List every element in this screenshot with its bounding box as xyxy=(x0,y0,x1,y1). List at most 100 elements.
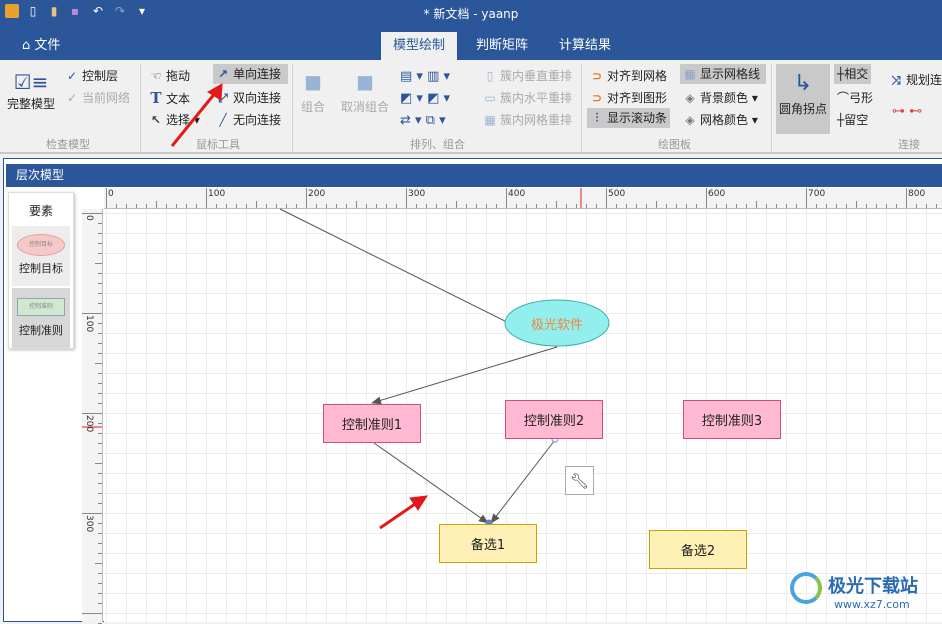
ruler-tick xyxy=(136,204,137,208)
open-folder-icon[interactable]: ▮ xyxy=(50,4,58,18)
redo-icon[interactable]: ↷ xyxy=(114,4,126,18)
gap-option[interactable]: ┼留空 xyxy=(834,110,871,130)
ruler-tick xyxy=(486,204,487,208)
ruler-tick xyxy=(98,473,102,474)
label: 文本 xyxy=(166,92,191,106)
customize-dropdown-icon[interactable]: ▾ xyxy=(138,4,146,18)
ruler-tick xyxy=(746,204,747,208)
grid-color-dropdown[interactable]: ◈网格颜色 ▾ xyxy=(680,110,761,130)
watermark-url: www.xz7.com xyxy=(834,598,910,611)
show-scrollbar-toggle[interactable]: ⫶显示滚动条 xyxy=(587,108,671,128)
intersect-option[interactable]: ┼相交 xyxy=(834,64,872,84)
connector-arrow[interactable] xyxy=(373,442,489,524)
one-way-connect-tool[interactable]: ↗单向连接 xyxy=(213,64,288,84)
align-to-grid-button[interactable]: ⊃对齐到网格 xyxy=(587,66,670,86)
ruler-label: 200 xyxy=(308,189,326,199)
ruler-tick xyxy=(816,204,817,208)
ruler-label: 700 xyxy=(808,189,826,199)
line-icon: ╱ xyxy=(219,113,227,127)
full-model-button[interactable]: ☑≡完整模型 xyxy=(4,68,58,116)
goal-preview-ellipse: 控制目标 xyxy=(17,234,65,256)
ruler-tick xyxy=(426,204,427,208)
ruler-tick xyxy=(606,188,607,208)
criterion-node-3[interactable]: 控制准则3 xyxy=(683,400,781,439)
ruler-tick xyxy=(98,543,102,544)
ruler-tick xyxy=(806,188,807,208)
label: 单向连接 xyxy=(233,67,282,81)
toolbox-title: 要素 xyxy=(28,204,53,218)
wrench-icon[interactable]: 🔧︎ xyxy=(565,466,594,495)
toolbox-item-control-goal[interactable]: 控制目标 控制目标 xyxy=(12,226,70,286)
ruler-tick xyxy=(936,204,937,208)
tab-label: 文件 xyxy=(34,38,61,53)
show-gridlines-toggle[interactable]: ▦显示网格线 xyxy=(680,64,766,84)
cross-icon: ┼ xyxy=(837,67,845,81)
connector-arrow[interactable] xyxy=(490,439,556,524)
ruler-tick xyxy=(146,204,147,208)
group-button[interactable]: ◼组合 xyxy=(298,68,328,116)
ruler-tick xyxy=(98,453,102,454)
ruler-tick xyxy=(846,204,847,208)
toolbox-item-control-criterion[interactable]: 控制准则 控制准则 xyxy=(12,288,70,348)
tab-model-drawing[interactable]: 模型绘制 xyxy=(381,32,458,60)
label: 簇内水平重排 xyxy=(500,91,573,105)
cluster-horizontal-button[interactable]: ▭簇内水平重排 xyxy=(480,88,575,108)
ruler-label: 200 xyxy=(84,415,94,433)
align-dropdowns[interactable]: ▤ ▾ ▥ ▾◩ ▾ ◩ ▾⇄ ▾ ⧉ ▾ xyxy=(400,69,451,128)
two-way-connect-tool[interactable]: ⤢双向连接 xyxy=(213,88,284,108)
ruler-label: 800 xyxy=(908,189,926,199)
connector-arrow[interactable] xyxy=(371,346,558,405)
ruler-tick xyxy=(526,204,527,208)
arc-option[interactable]: ⌒弓形 xyxy=(834,88,876,108)
label: 弓形 xyxy=(849,91,874,105)
panel-title: 层次模型 xyxy=(6,164,942,187)
cluster-vertical-button[interactable]: ▯簇内垂直重排 xyxy=(480,66,575,86)
ruler-tick xyxy=(886,204,887,208)
align-to-shape-button[interactable]: ⊃对齐到图形 xyxy=(587,88,670,108)
layout-icon: ▯ xyxy=(486,69,494,83)
ruler-tick xyxy=(616,204,617,208)
undirected-connect-tool[interactable]: ╱无向连接 xyxy=(213,110,284,130)
tab-results[interactable]: 计算结果 xyxy=(559,38,612,53)
label: 选择 xyxy=(166,113,191,127)
alternative-node-1[interactable]: 备选1 xyxy=(439,524,537,563)
current-network-button[interactable]: ✓当前网络 xyxy=(62,88,133,108)
rounded-corner-toggle[interactable]: ↳圆角拐点 xyxy=(776,64,830,134)
ruler-label: 600 xyxy=(708,189,726,199)
background-color-dropdown[interactable]: ◈背景颜色 ▾ xyxy=(680,88,761,108)
criterion-node-2[interactable]: 控制准则2 xyxy=(505,400,603,439)
control-layer-button[interactable]: ✓控制层 xyxy=(62,66,121,86)
label: 圆角拐点 xyxy=(779,102,828,116)
label: 相交 xyxy=(844,67,869,81)
goal-node[interactable]: 极光软件 xyxy=(530,317,583,333)
plan-connections-button[interactable]: ⤨规划连 xyxy=(886,70,942,90)
divider xyxy=(771,64,772,152)
ungroup-button[interactable]: ◼取消组合 xyxy=(338,68,392,116)
drag-tool[interactable]: ☜拖动 xyxy=(146,66,193,86)
tab-file[interactable]: ⌂ 文件 xyxy=(10,32,72,60)
cluster-grid-button[interactable]: ▦簇内网格重排 xyxy=(480,110,575,130)
save-icon[interactable]: ▪ xyxy=(70,4,80,18)
ruler-tick xyxy=(236,204,237,208)
ruler-tick xyxy=(456,201,457,208)
tab-judgment-matrix[interactable]: 判断矩阵 xyxy=(476,38,529,53)
ruler-tick xyxy=(98,553,102,554)
goal-node-shape[interactable] xyxy=(504,299,610,347)
group-label: 绘图板 xyxy=(658,138,691,151)
ruler-tick xyxy=(95,563,102,564)
ruler-tick xyxy=(196,204,197,208)
connector-tools-icon[interactable]: ⊶ ⊷ xyxy=(892,104,923,119)
ruler-label: 500 xyxy=(608,189,626,199)
divider xyxy=(581,64,582,152)
select-tool[interactable]: ↖选择 ▾ xyxy=(146,110,203,130)
criterion-node-1[interactable]: 控制准则1 xyxy=(323,404,421,443)
full-model-label: 完整模型 xyxy=(7,97,56,111)
undo-icon[interactable]: ↶ xyxy=(92,4,104,18)
new-file-icon[interactable]: ▯ xyxy=(29,4,37,18)
ruler-tick xyxy=(98,593,102,594)
ruler-tick xyxy=(336,204,337,208)
ruler-tick xyxy=(98,533,102,534)
alternative-node-2[interactable]: 备选2 xyxy=(649,530,747,569)
ruler-tick xyxy=(82,613,102,614)
